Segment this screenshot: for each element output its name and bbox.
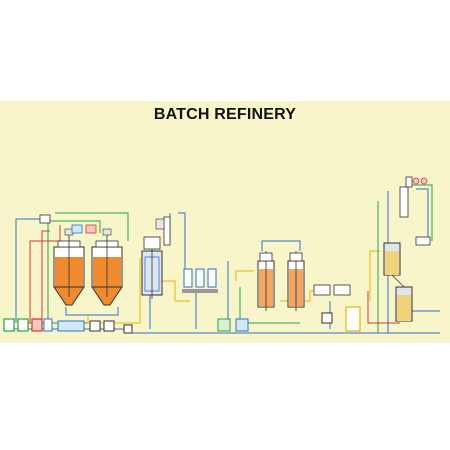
- blue-riser-2: [65, 307, 119, 316]
- blue-mid-line-3: [178, 212, 186, 269]
- blue-right-riser: [416, 188, 429, 243]
- vacuum-column: [163, 216, 171, 246]
- agitator-motor: [102, 228, 112, 236]
- exchanger: [313, 284, 331, 296]
- deodorizer-assembly-right: [383, 176, 431, 322]
- condenser: [155, 218, 165, 230]
- red-loop-line: [29, 225, 61, 323]
- process-flow-diagram: [3, 176, 440, 334]
- diagram-title: BATCH REFINERY: [153, 106, 297, 123]
- green-top-line: [55, 212, 129, 241]
- receiver-tank: [345, 306, 361, 332]
- ground-tank: [123, 324, 133, 334]
- heat-exchanger-group: [313, 284, 361, 332]
- oil-level: [385, 251, 399, 275]
- ground-tank: [43, 318, 53, 332]
- steam-ejector: [405, 176, 413, 188]
- ground-tank: [89, 320, 101, 332]
- blue-mid-line-6: [261, 240, 301, 251]
- ground-tank: [31, 318, 43, 332]
- green-loop-line: [47, 220, 101, 323]
- dosing-tank: [39, 214, 51, 224]
- neutralizer-vessel-2: [91, 228, 123, 306]
- exchanger: [333, 284, 351, 296]
- deodorizer-vessel-1: [257, 251, 275, 311]
- ground-tank: [17, 318, 29, 332]
- collection-tank: [217, 318, 231, 332]
- hot-well: [415, 236, 431, 246]
- red-right-line: [367, 291, 400, 324]
- red-loop-line-2: [41, 230, 50, 323]
- dosing-tank: [71, 224, 83, 234]
- yellow-line-2: [162, 280, 190, 302]
- filter-base: [182, 289, 218, 293]
- yellow-line-3: [235, 270, 254, 281]
- collection-tank: [235, 318, 249, 332]
- mixing-trough: [57, 320, 85, 332]
- neutralizer-vessel-1: [53, 228, 85, 306]
- yellow-line-5: [369, 250, 380, 301]
- vessel-head: [259, 252, 273, 262]
- blue-riser-1: [15, 218, 40, 323]
- bleacher-vessel: [141, 216, 171, 299]
- ground-tank: [103, 320, 115, 332]
- gauge: [412, 177, 420, 185]
- ground-tanks-left: [3, 318, 133, 334]
- ground-tank: [3, 318, 15, 332]
- filter: [195, 268, 205, 288]
- gauge: [420, 177, 428, 185]
- dosing-tank: [85, 224, 97, 234]
- green-right-riser: [410, 184, 433, 241]
- filter: [183, 268, 193, 288]
- filter: [207, 268, 217, 288]
- vessel-head: [289, 252, 303, 262]
- receiver-tank: [321, 312, 333, 324]
- overhead-dosing-tanks: [39, 214, 97, 234]
- barometric-column: [399, 186, 409, 218]
- deodorizer-vessel-2: [287, 251, 305, 311]
- oil-level: [397, 295, 411, 321]
- vessel-link-pipe: [391, 274, 405, 288]
- diagram-background: [0, 101, 450, 343]
- filter-press-group: [182, 268, 249, 332]
- vessel-head: [143, 236, 161, 250]
